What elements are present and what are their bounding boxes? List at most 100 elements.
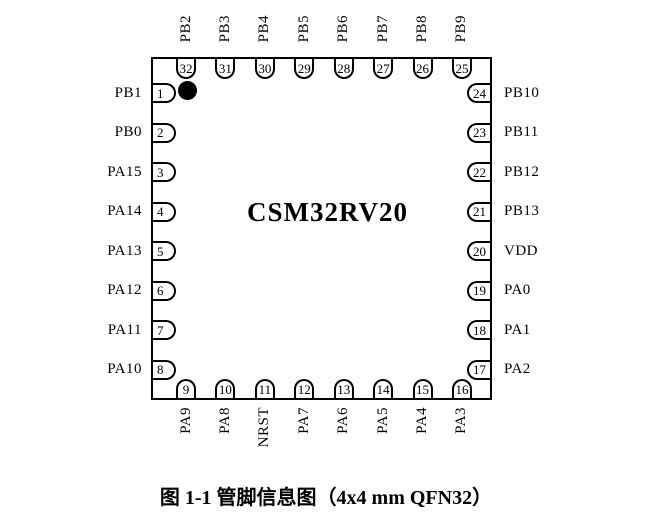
pin-number: 4	[157, 204, 164, 220]
pin-label-cell: PA0	[504, 281, 604, 301]
pin-label-pb8: PB8	[414, 14, 431, 42]
pin-tab-6: 6	[153, 280, 176, 301]
pin-label-pa7: PA7	[295, 407, 312, 434]
pin-label-cell: PB3	[215, 8, 235, 42]
pin-number: 27	[376, 60, 390, 76]
pin-tab-16: 16	[451, 379, 472, 398]
pin-label-cell: PA2	[504, 360, 604, 380]
pin-number: 6	[157, 283, 164, 299]
pin-tab-23: 23	[467, 122, 490, 143]
pin-label-pa6: PA6	[335, 407, 352, 434]
pin-tab-26: 26	[412, 59, 433, 79]
pin-label-pa9: PA9	[177, 407, 194, 434]
pin-tab-8: 8	[153, 359, 176, 380]
pin-tab-11: 11	[254, 379, 275, 398]
pin-label-pa3: PA3	[453, 407, 470, 434]
pin-label-pb0: PB0	[114, 124, 142, 141]
pin-number: 18	[473, 322, 486, 338]
pin-tab-14: 14	[373, 379, 394, 398]
pin-tab-20: 20	[467, 241, 490, 262]
pin-number: 26	[416, 60, 430, 76]
pin-number: 25	[455, 60, 469, 76]
pin-tab-30: 30	[254, 59, 275, 79]
pin-number: 21	[473, 204, 486, 220]
pin-label-pb7: PB7	[374, 14, 391, 42]
pin-label-pb12: PB12	[504, 163, 540, 180]
pin-tab-21: 21	[467, 201, 490, 222]
pin1-indicator-dot-icon	[178, 81, 197, 100]
pin-label-pb3: PB3	[216, 14, 233, 42]
chip-part-number: CSM32RV20	[246, 197, 409, 227]
pin-number: 15	[416, 382, 430, 397]
pin-label-cell: PA11	[55, 320, 142, 340]
pin-tabs-left: 1 2 3 4 5 6 7 8	[153, 83, 176, 380]
pin-tab-19: 19	[467, 280, 490, 301]
pin-label-pa15: PA15	[107, 163, 142, 180]
pin-label-cell: VDD	[504, 241, 604, 261]
pin-number: 19	[473, 283, 486, 299]
pin-label-pa1: PA1	[504, 321, 531, 338]
pin-number: 31	[218, 60, 232, 76]
pin-label-pb9: PB9	[453, 14, 470, 42]
pin-tab-5: 5	[153, 241, 176, 262]
pin-number: 3	[157, 164, 164, 180]
pin-number: 12	[297, 382, 311, 397]
pin-tab-3: 3	[153, 162, 176, 183]
pin-tab-1: 1	[153, 83, 176, 103]
pin-label-cell: PA4	[413, 407, 433, 465]
pin-label-pb13: PB13	[504, 203, 540, 220]
pin-label-cell: PB0	[55, 123, 142, 143]
pin-label-cell: PB9	[452, 8, 472, 42]
pin-label-cell: PB13	[504, 202, 604, 222]
pin-tab-15: 15	[412, 379, 433, 398]
pin-number: 1	[157, 85, 164, 101]
pin-label-pb5: PB5	[295, 14, 312, 42]
pin-number: 13	[337, 382, 351, 397]
pin-label-pa14: PA14	[107, 203, 142, 220]
pin-label-cell: PB10	[504, 83, 604, 103]
pin-tab-31: 31	[215, 59, 236, 79]
pin-number: 16	[455, 382, 469, 397]
pin-number: 17	[473, 362, 486, 378]
pin-number: 30	[258, 60, 272, 76]
pin-label-cell: PB5	[294, 8, 314, 42]
figure-caption: 图 1-1 管脚信息图（4x4 mm QFN32）	[159, 487, 493, 509]
pin-label-cell: PB12	[504, 162, 604, 182]
pin-number: 29	[297, 60, 311, 76]
pin-label-cell: PB8	[413, 8, 433, 42]
pin-label-cell: PA8	[215, 407, 235, 465]
pin-label-pa12: PA12	[107, 282, 142, 299]
pin-tab-25: 25	[451, 59, 472, 79]
pin-label-cell: PA13	[55, 241, 142, 261]
pin-tab-12: 12	[294, 379, 315, 398]
pin-number: 23	[473, 125, 486, 141]
pin-number: 5	[157, 243, 164, 259]
pin-number: 7	[157, 322, 164, 338]
pin-number: 2	[157, 125, 164, 141]
pin-label-pa2: PA2	[504, 361, 531, 378]
pin-label-cell: PB7	[373, 8, 393, 42]
pin-label-cell: PA15	[55, 162, 142, 182]
pin-label-pa4: PA4	[414, 407, 431, 434]
pin-number: 8	[157, 362, 164, 378]
pin-tab-28: 28	[333, 59, 354, 79]
pin-label-cell: PB1	[55, 83, 142, 103]
pin-label-pb4: PB4	[256, 14, 273, 42]
pin-label-cell: PB4	[255, 8, 275, 42]
pin-tab-24: 24	[467, 83, 490, 103]
pin-tab-18: 18	[467, 320, 490, 341]
pin-tab-32: 32	[176, 59, 196, 79]
pin-tab-13: 13	[333, 379, 354, 398]
pin-tab-4: 4	[153, 201, 176, 222]
pin-label-pa5: PA5	[374, 407, 391, 434]
pin-label-cell: PA6	[334, 407, 354, 465]
pin-tab-29: 29	[294, 59, 315, 79]
pin-label-pb11: PB11	[504, 124, 539, 141]
pin-tab-9: 9	[176, 379, 196, 398]
pin-number: 32	[179, 60, 193, 76]
pin-label-pb10: PB10	[504, 84, 540, 101]
